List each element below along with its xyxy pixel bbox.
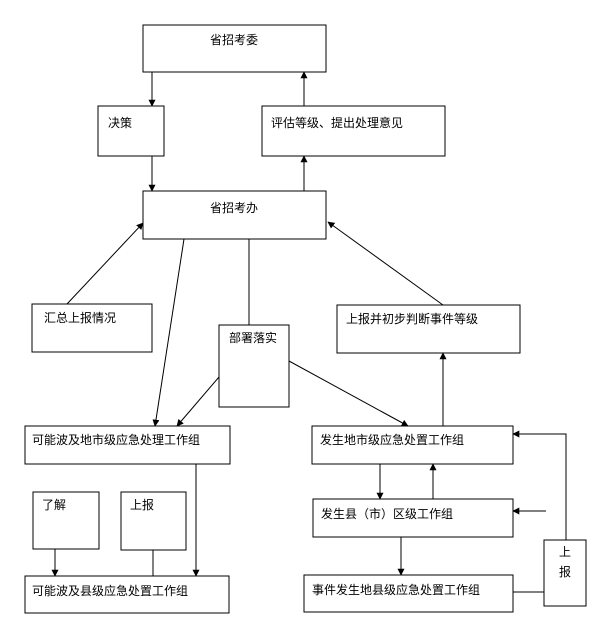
node-assess-label: 评估等级、提出处理意见: [271, 115, 403, 130]
node-deploy: 部署落实: [218, 324, 290, 408]
node-possible-county-group-label: 可能波及县级应急处置工作组: [32, 583, 188, 598]
node-event-county-group-label: 事件发生地县级应急处置工作组: [312, 582, 480, 597]
node-decision: 决策: [97, 105, 165, 157]
node-summary-report-label: 汇总上报情况: [44, 310, 116, 325]
node-possible-county-group: 可能波及县级应急处置工作组: [24, 575, 230, 614]
node-province-office-label: 省招考办: [210, 200, 258, 215]
node-occur-county-group: 发生县（市）区级工作组: [312, 498, 514, 538]
edges: [51, 71, 567, 593]
edge-side-report-to-occur-city: [512, 430, 567, 540]
node-report-judge-label: 上报并初步判断事件等级: [346, 311, 478, 326]
node-occur-county-group-label: 发生县（市）区级工作组: [321, 506, 453, 521]
node-province-committee-label: 省招考委: [210, 33, 258, 47]
node-possible-city-group-label: 可能波及地市级应急处理工作组: [32, 432, 200, 447]
edge-deploy-to-possible-city: [176, 376, 220, 427]
node-understand-label: 了解: [42, 498, 66, 512]
node-summary-report: 汇总上报情况: [31, 303, 153, 353]
node-report-judge: 上报并初步判断事件等级: [336, 304, 521, 354]
edge-summary-to-office: [66, 222, 144, 305]
node-province-committee: 省招考委: [142, 24, 327, 73]
node-event-county-group: 事件发生地县级应急处置工作组: [303, 574, 514, 613]
node-province-office: 省招考办: [142, 190, 327, 240]
node-side-report: 上 报: [543, 539, 587, 607]
node-report-up-label: 上报: [130, 497, 154, 512]
node-understand: 了解: [32, 491, 100, 550]
edge-office-to-possible-city: [152, 238, 185, 427]
node-report-up: 上报: [120, 491, 187, 551]
node-deploy-label: 部署落实: [229, 330, 277, 345]
edge-deploy-to-occur-city: [288, 360, 409, 427]
node-occur-city-group-label: 发生地市级应急处置工作组: [320, 432, 464, 447]
node-side-report-label-char1: 上: [559, 545, 571, 559]
node-side-report-label-char2: 报: [559, 564, 571, 579]
node-occur-city-group: 发生地市级应急处置工作组: [311, 425, 514, 465]
node-possible-city-group: 可能波及地市级应急处理工作组: [24, 425, 231, 465]
node-decision-label: 决策: [108, 116, 132, 130]
node-assess: 评估等级、提出处理意见: [261, 105, 446, 157]
edge-report-judge-to-office: [327, 221, 444, 306]
